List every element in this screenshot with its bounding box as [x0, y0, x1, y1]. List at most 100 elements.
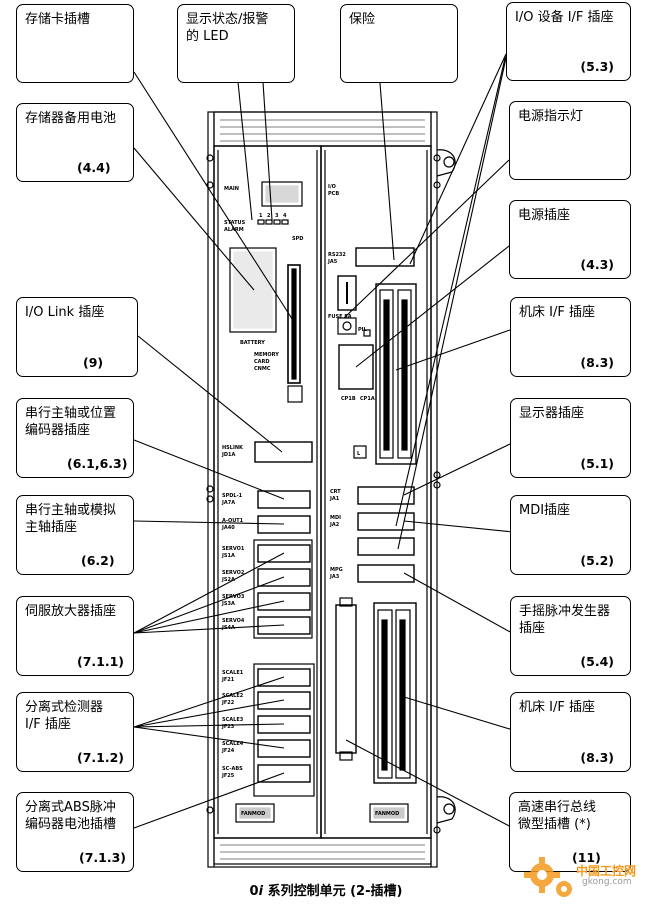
caption-i: i: [258, 884, 264, 899]
label-pil: PIL: [358, 327, 368, 333]
label-rs232: RS232: [328, 252, 346, 258]
callout-ref: (8.3): [580, 750, 614, 765]
callout-hs-serial-bus: 高速串行总线 微型插槽 (*) (11): [509, 792, 631, 872]
connector-jf25: [257, 764, 311, 783]
label-ja3: JA3: [329, 574, 340, 580]
fuse-holder: [337, 275, 357, 311]
label-aout1: A-OUT1: [222, 518, 244, 524]
label-spdl1: SPDL-1: [222, 493, 243, 499]
callout-memory-card-slot: 存储卡插槽: [16, 4, 134, 83]
connector-ja3: [357, 564, 415, 583]
callout-text: 存储卡插槽: [25, 12, 91, 27]
connector-js2a: [257, 568, 311, 587]
label-js2a: JS2A: [221, 577, 235, 583]
callout-text: 显示器插座: [519, 406, 585, 421]
callout-text: I/O Link 插座: [25, 305, 105, 320]
callout-text: I/F 插座: [25, 717, 71, 732]
callout-machine-if-2: 机床 I/F 插座 (8.3): [510, 692, 631, 772]
connector-js4a: [257, 616, 311, 635]
label-servo4: SERVO4: [222, 618, 245, 624]
label-spd: SPD: [292, 236, 303, 242]
callout-ref: (6.1,6.3): [67, 456, 128, 471]
label-fanmod-left: FANMOD: [241, 811, 265, 817]
label-ja40: JA40: [221, 525, 235, 531]
callout-text: 插座: [519, 621, 546, 636]
callout-abs-battery: 分离式ABS脉冲 编码器电池插槽 (7.1.3): [16, 792, 134, 872]
callout-text: 的 LED: [186, 29, 229, 44]
callout-text: 高速串行总线: [518, 800, 597, 815]
label-scale1: SCALE1: [222, 670, 244, 676]
memory-card-slot-body: [287, 264, 301, 384]
callout-ref: (7.1.1): [77, 654, 125, 669]
connector-blank: [357, 537, 415, 556]
callout-ref: (7.1.2): [77, 750, 125, 765]
callout-text: 编码器插座: [25, 423, 91, 438]
callout-text: 机床 I/F 插座: [519, 700, 595, 715]
machine-if-block-1: [375, 283, 417, 465]
label-fuse: FUSE 5A: [328, 314, 352, 320]
label-servo1: SERVO1: [222, 546, 245, 552]
caption-zero: 0: [249, 884, 259, 899]
label-cp1b: CP1B: [341, 396, 356, 402]
callout-ref: (6.2): [81, 553, 115, 568]
callout-power-indicator: 电源指示灯: [509, 101, 631, 180]
label-cp1a: CP1A: [360, 396, 375, 402]
callout-ref: (7.1.3): [79, 850, 127, 865]
power-connector-body: [338, 344, 374, 390]
watermark-site: gkong.com: [582, 877, 632, 887]
slot-plate-right: [320, 145, 432, 839]
io-link-port: [254, 441, 313, 463]
callout-ref: (5.3): [580, 59, 614, 74]
machine-if-block-2: [373, 602, 417, 784]
label-scale3: SCALE3: [222, 717, 244, 723]
callout-power-connector: 电源插座 (4.3): [509, 200, 631, 279]
hs-serial-slot-body: [335, 604, 357, 754]
label-scale4: SCALE4: [222, 741, 244, 747]
main-connector: [261, 181, 303, 207]
callout-servo-amp: 伺服放大器插座 (7.1.1): [16, 596, 134, 676]
battery: [229, 247, 277, 333]
callout-text: 伺服放大器插座: [25, 604, 117, 619]
callout-mdi-connector: MDI插座 (5.2): [510, 495, 631, 575]
callout-ref: (9): [83, 355, 104, 370]
callout-text: 分离式ABS脉冲: [25, 800, 116, 815]
callout-text: MDI插座: [519, 503, 571, 518]
label-servo2: SERVO2: [222, 570, 245, 576]
connector-ja40: [257, 515, 311, 534]
connector-ja7a: [257, 490, 311, 509]
connector-jf24: [257, 739, 311, 758]
callout-separate-detector-if: 分离式检测器 I/F 插座 (7.1.2): [16, 692, 134, 772]
connector-ja1: [357, 486, 415, 505]
callout-text: 电源插座: [518, 208, 571, 223]
callout-text: 存储器备用电池: [25, 111, 117, 126]
callout-text: 分离式检测器: [25, 700, 104, 715]
label-jf25: JF25: [221, 773, 235, 779]
callout-text: 串行主轴或位置: [25, 406, 117, 421]
label-ja5: JA5: [327, 259, 338, 265]
label-led-1: 1: [259, 213, 263, 219]
label-main: MAIN: [224, 186, 239, 192]
label-jf24: JF24: [221, 748, 235, 754]
callout-memory-backup-battery: 存储器备用电池 (4.4): [16, 103, 134, 182]
label-status: STATUS: [224, 220, 246, 226]
label-servo3: SERVO3: [222, 594, 245, 600]
label-mdi: MDI: [330, 515, 341, 521]
bottom-fan-right: [369, 803, 409, 823]
caption-rest: 系列控制单元 (2-插槽): [263, 884, 403, 899]
label-jd1a: JD1A: [221, 452, 235, 458]
label-led-2: 2: [267, 213, 271, 219]
callout-machine-if-1: 机床 I/F 插座 (8.3): [510, 297, 631, 377]
callout-ref: (8.3): [580, 355, 614, 370]
callout-ref: (11): [572, 850, 601, 865]
rs232-port: [355, 247, 415, 267]
connector-js3a: [257, 592, 311, 611]
label-fanmod-right: FANMOD: [375, 811, 399, 817]
callout-text: 手摇脉冲发生器: [519, 604, 611, 619]
callout-ref: (4.3): [580, 257, 614, 272]
label-scale2: SCALE2: [222, 693, 244, 699]
label-jf23: JF23: [221, 724, 235, 730]
connector-jf21: [257, 668, 311, 687]
label-card: CARD: [254, 359, 270, 365]
callout-text: 主轴插座: [25, 520, 78, 535]
